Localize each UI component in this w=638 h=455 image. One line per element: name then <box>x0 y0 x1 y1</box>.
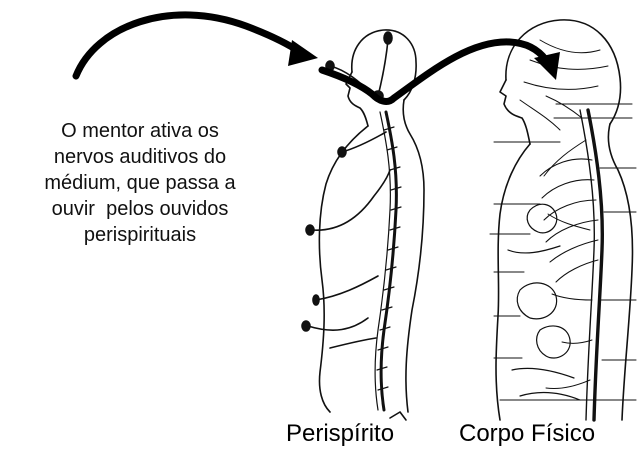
arrow-perispirit-to-body <box>318 38 560 105</box>
caption-line: nervos auditivos do <box>53 146 227 168</box>
arrow-mentor-to-perispirit <box>72 11 318 80</box>
caption-line: O mentor ativa os <box>61 120 219 142</box>
caption-text: O mentor ativa os nervos auditivos do mé… <box>6 118 274 248</box>
caption-line: médium, que passa a <box>44 172 236 194</box>
caption-line: perispirituais <box>83 224 197 246</box>
perispirit-label: Perispírito <box>286 420 395 447</box>
caption-line: ouvir pelos ouvidos <box>51 198 229 220</box>
arrowhead-icon <box>288 40 318 66</box>
arrowhead-icon <box>534 52 560 80</box>
physical-body-label: Corpo Físico <box>459 420 596 447</box>
physical-body-figure <box>489 19 637 422</box>
perispirit-figure <box>301 29 425 421</box>
